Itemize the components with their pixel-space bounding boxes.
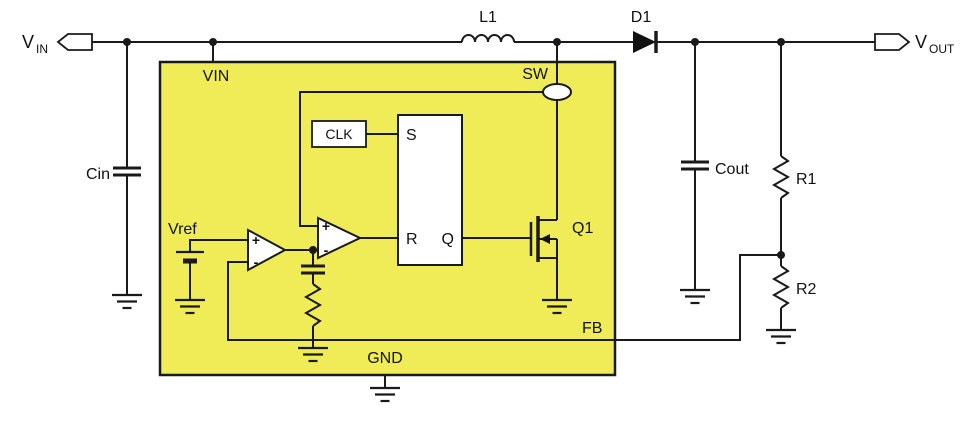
pwm-plus-label: + [322, 218, 330, 234]
error-amplifier-body [247, 228, 288, 272]
inductor-l1: L1 [461, 9, 515, 43]
vout-terminal-label: V [915, 32, 927, 52]
latch-output-label: Q [442, 231, 454, 248]
ground-symbol-cout [678, 288, 712, 305]
comp-resistor [303, 283, 323, 327]
junction-dot [691, 38, 699, 46]
diode-d1: D1 [631, 9, 658, 53]
pwm-minus-label: - [324, 242, 329, 258]
pwm-comparator: + - [317, 216, 363, 260]
vout-port-symbol [874, 33, 911, 51]
junction-dot [777, 38, 785, 46]
erroramp-minus-label: - [254, 254, 259, 270]
junction-dot [553, 38, 561, 46]
vin-port-symbol [56, 33, 93, 51]
inductor-coil [461, 34, 515, 43]
ic-pin-fb-label: FB [582, 320, 602, 337]
vref-label: Vref [168, 221, 197, 238]
mosfet-body-arrow [540, 234, 550, 244]
compensation-network [301, 264, 325, 327]
r2-label: R2 [796, 281, 817, 298]
erroramp-plus-label: + [252, 232, 260, 248]
sw-pin-symbol [542, 83, 572, 101]
pwm-comparator-body [317, 216, 363, 260]
junction-dots [123, 38, 785, 259]
mosfet-label: Q1 [572, 220, 593, 237]
resistor-r1 [771, 155, 791, 199]
junction-dot [309, 246, 317, 254]
vin-terminal-label: V [22, 32, 34, 52]
wire-feedback [227, 254, 781, 341]
ground-symbol-r2 [764, 328, 798, 345]
clk-box [311, 120, 367, 148]
sr-latch: S R Q [397, 114, 463, 266]
resistor-r2 [771, 265, 791, 309]
cout-label: Cout [715, 161, 749, 178]
inductor-label: L1 [479, 9, 497, 26]
ground-symbol-cin [110, 293, 144, 310]
error-amplifier: + - [247, 228, 288, 272]
wire-mosfet-terminals [538, 219, 558, 300]
clk-block: CLK [311, 120, 367, 148]
ic-internal-wires [189, 42, 781, 388]
ground-symbol-gnd-pin [368, 386, 402, 403]
mosfet-q1: Q1 [529, 216, 593, 262]
output-capacitor: Cout [681, 160, 749, 178]
wire-current-sense [299, 91, 543, 227]
vref-source: Vref [168, 221, 204, 264]
latch-reset-label: R [406, 231, 418, 248]
vin-terminal-sub-label: IN [36, 42, 48, 56]
latch-set-label: S [406, 127, 417, 144]
diode-anode-triangle [633, 31, 656, 53]
diode-label: D1 [631, 9, 652, 26]
r1-label: R1 [796, 171, 817, 188]
junction-dot [777, 251, 785, 259]
junction-dot [209, 38, 217, 46]
vout-terminal-sub-label: OUT [929, 42, 955, 56]
ic-pin-gnd-label: GND [367, 350, 403, 367]
junction-dot [123, 38, 131, 46]
wire-vref-to-plus [189, 239, 248, 252]
input-capacitor: Cin [86, 166, 141, 183]
feedback-divider: R1 R2 [771, 155, 817, 309]
ic-pin-sw-label: SW [522, 66, 549, 83]
clk-label: CLK [325, 126, 353, 142]
ic-pin-vin-label: VIN [203, 68, 230, 85]
latch-box [397, 114, 463, 266]
cin-label: Cin [86, 166, 110, 183]
